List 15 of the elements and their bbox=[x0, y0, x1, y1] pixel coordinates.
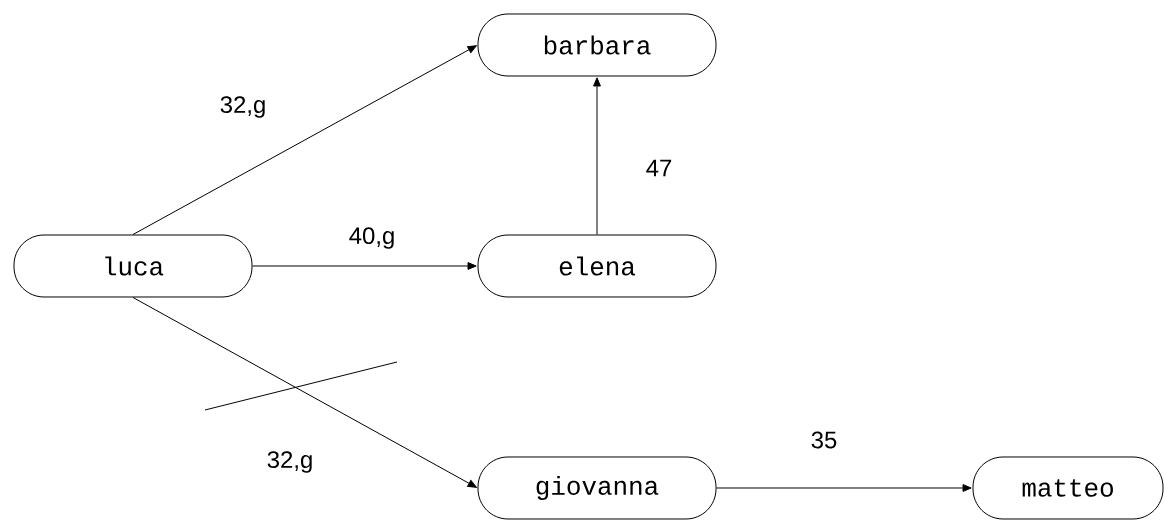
edge-label: 32,g bbox=[265, 450, 315, 474]
arrow bbox=[132, 45, 477, 235]
arrow bbox=[252, 262, 477, 270]
edge-label: 35 bbox=[809, 430, 839, 450]
name-box: luca bbox=[13, 234, 253, 298]
edge-label: 32,g bbox=[218, 95, 268, 119]
arrow bbox=[716, 484, 972, 492]
name-box: matteo bbox=[972, 456, 1164, 520]
name-box: elena bbox=[477, 234, 717, 298]
arrow bbox=[593, 77, 601, 235]
name-box: giovanna bbox=[477, 456, 717, 520]
edge-label: 40,g bbox=[347, 226, 397, 250]
edge-label: 47 bbox=[644, 158, 674, 178]
arrow bbox=[132, 297, 477, 488]
name-box: barbara bbox=[477, 13, 717, 77]
